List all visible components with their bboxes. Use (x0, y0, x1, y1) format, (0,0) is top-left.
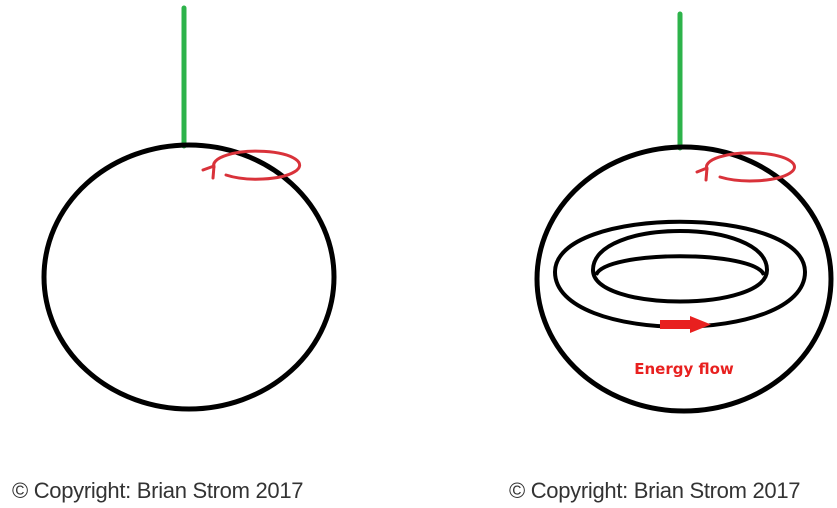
left-figure (44, 8, 334, 409)
torus-hole-back-edge (596, 256, 764, 275)
copyright-text-right: © Copyright: Brian Strom 2017 (509, 478, 800, 504)
energy-flow-arrow (660, 316, 711, 333)
right-figure: Energy flow (537, 14, 831, 411)
torus-inner-hole (593, 231, 767, 302)
torus (555, 222, 805, 327)
left-sphere-outline (44, 145, 334, 409)
energy-flow-label: Energy flow (634, 360, 734, 378)
copyright-text-left: © Copyright: Brian Strom 2017 (12, 478, 303, 504)
